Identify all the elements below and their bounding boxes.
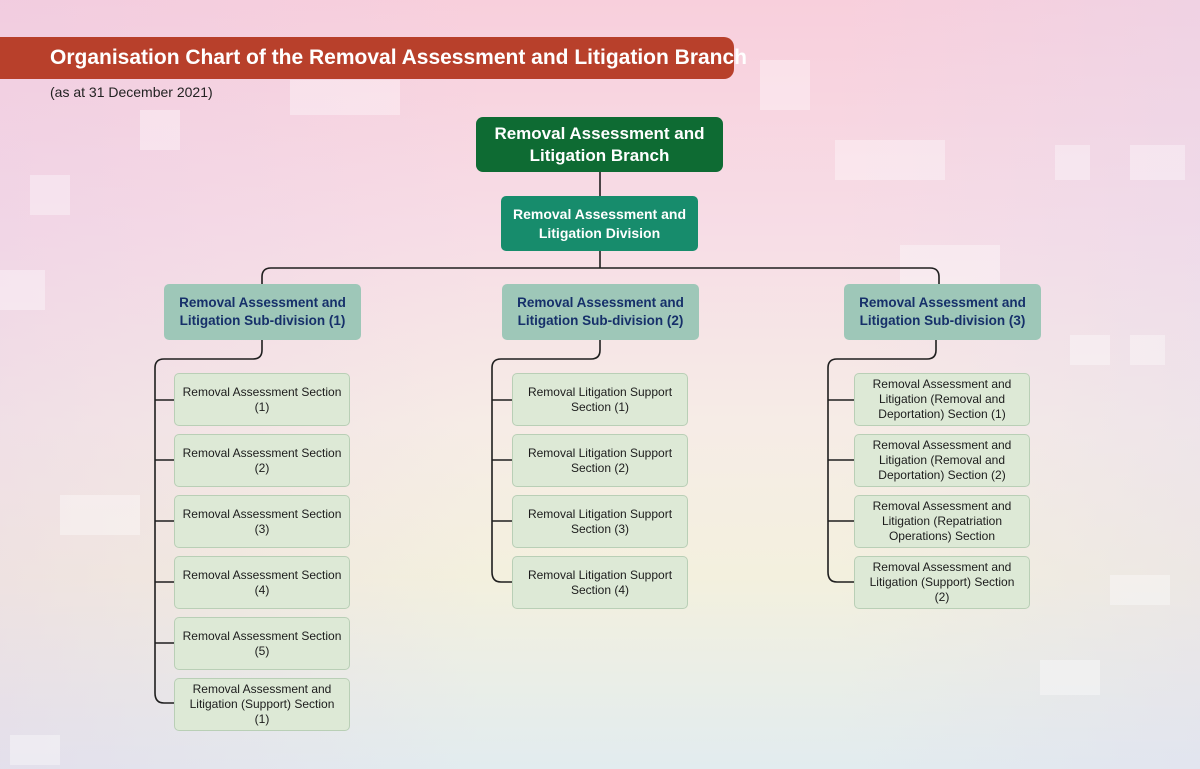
section-box: Removal Assessment and Litigation (Suppo… [854, 556, 1030, 609]
section-label: Removal Assessment Section (3) [182, 506, 342, 536]
title-bar [0, 37, 734, 79]
section-box: Removal Assessment and Litigation (Repat… [854, 495, 1030, 548]
page-title: Organisation Chart of the Removal Assess… [50, 46, 748, 69]
section-label: Removal Litigation Support Section (2) [527, 445, 673, 475]
section-box: Removal Assessment and Litigation (Suppo… [174, 678, 350, 731]
subdivision-2-box: Removal Assessment and Litigation Sub-di… [502, 284, 699, 340]
branch-box: Removal Assessment and Litigation Branch [476, 117, 723, 172]
section-label: Removal Assessment Section (2) [182, 445, 342, 475]
section-box: Removal Litigation Support Section (4) [512, 556, 688, 609]
section-label: Removal Assessment Section (5) [182, 628, 342, 658]
division-box: Removal Assessment and Litigation Divisi… [501, 196, 698, 251]
section-box: Removal Assessment Section (2) [174, 434, 350, 487]
subdivision-3-label: Removal Assessment and Litigation Sub-di… [859, 295, 1026, 328]
section-label: Removal Litigation Support Section (1) [527, 384, 673, 414]
section-box: Removal Assessment Section (5) [174, 617, 350, 670]
section-box: Removal Assessment Section (3) [174, 495, 350, 548]
page-subtitle: (as at 31 December 2021) [50, 84, 213, 100]
division-label: Removal Assessment and Litigation Divisi… [513, 205, 686, 241]
section-box: Removal Assessment Section (4) [174, 556, 350, 609]
subdivision-2-label: Removal Assessment and Litigation Sub-di… [517, 295, 684, 328]
section-label: Removal Assessment and Litigation (Suppo… [189, 682, 335, 726]
section-box: Removal Litigation Support Section (1) [512, 373, 688, 426]
subdivision-1-label: Removal Assessment and Litigation Sub-di… [179, 295, 346, 328]
section-label: Removal Assessment and Litigation (Suppo… [869, 560, 1015, 604]
subdivision-3-box: Removal Assessment and Litigation Sub-di… [844, 284, 1041, 340]
section-box: Removal Assessment Section (1) [174, 373, 350, 426]
subdivision-1-box: Removal Assessment and Litigation Sub-di… [164, 284, 361, 340]
branch-label: Removal Assessment and Litigation Branch [494, 123, 705, 165]
section-label: Removal Assessment and Litigation (Remov… [872, 438, 1012, 482]
section-box: Removal Assessment and Litigation (Remov… [854, 373, 1030, 426]
section-label: Removal Litigation Support Section (3) [527, 506, 673, 536]
section-label: Removal Assessment and Litigation (Remov… [872, 377, 1012, 421]
section-box: Removal Litigation Support Section (2) [512, 434, 688, 487]
section-label: Removal Assessment Section (1) [182, 384, 342, 414]
section-label: Removal Assessment and Litigation (Repat… [872, 499, 1012, 543]
section-label: Removal Litigation Support Section (4) [527, 567, 673, 597]
section-label: Removal Assessment Section (4) [182, 567, 342, 597]
section-box: Removal Litigation Support Section (3) [512, 495, 688, 548]
section-box: Removal Assessment and Litigation (Remov… [854, 434, 1030, 487]
